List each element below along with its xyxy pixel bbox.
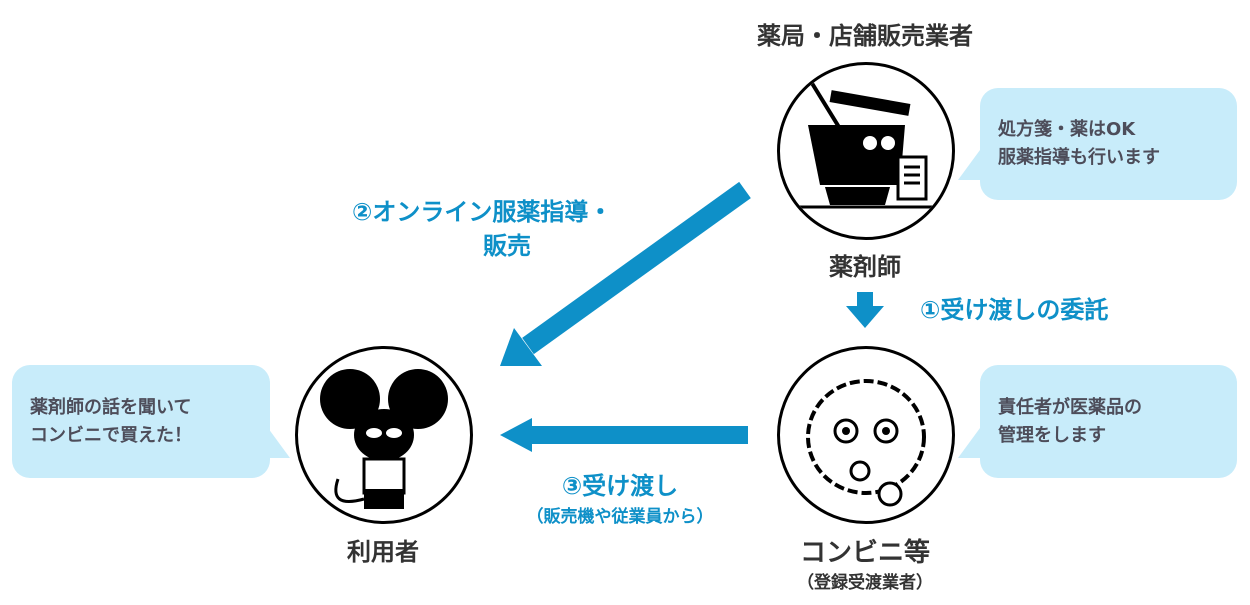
bubble-tail	[268, 428, 290, 458]
pharmacist-icon	[780, 78, 952, 209]
bubble-line: 責任者が医薬品の	[998, 396, 1142, 418]
arrow-entrust	[846, 292, 884, 328]
bubble-line: 薬剤師の話を聞いて	[30, 396, 192, 418]
step3-sublabel: （販売機や従業員から）	[526, 507, 714, 527]
pharmacist-illustration	[777, 62, 955, 240]
step2-label-line1: ②オンライン服薬指導・	[352, 198, 613, 226]
bubble-line: 服薬指導も行います	[998, 147, 1160, 168]
bubble-line: コンビニで買えた！	[30, 424, 192, 446]
pharmacist-speech-bubble: 処方箋・薬はOK 服薬指導も行います	[980, 88, 1237, 200]
user-illustration	[295, 346, 473, 524]
bubble-tail	[958, 428, 980, 458]
sheep-staff-icon	[806, 379, 926, 507]
bubble-line: 管理をします	[998, 424, 1106, 446]
convenience-store-illustration	[777, 346, 955, 524]
convenience-store-label: コンビニ等	[799, 538, 930, 568]
step1-label: ①受け渡しの委託	[920, 296, 1109, 324]
convenience-speech-bubble: 責任者が医薬品の 管理をします	[980, 365, 1237, 478]
user-speech-bubble: 薬剤師の話を聞いて コンビニで買えた！	[12, 365, 270, 478]
pharmacy-title: 薬局・店舗販売業者	[757, 22, 973, 50]
bubble-line: 処方箋・薬はOK	[998, 119, 1136, 140]
user-label: 利用者	[347, 538, 419, 566]
step3-label: ③受け渡し	[561, 472, 679, 500]
arrow-online-guidance	[500, 181, 751, 366]
step2-label-line2: 販売	[483, 232, 531, 260]
mouse-user-icon	[320, 369, 448, 509]
bubble-tail	[958, 150, 980, 180]
pharmacist-label: 薬剤師	[829, 253, 901, 281]
convenience-store-sublabel: （登録受渡業者）	[797, 573, 933, 593]
arrow-delivery	[500, 418, 748, 452]
